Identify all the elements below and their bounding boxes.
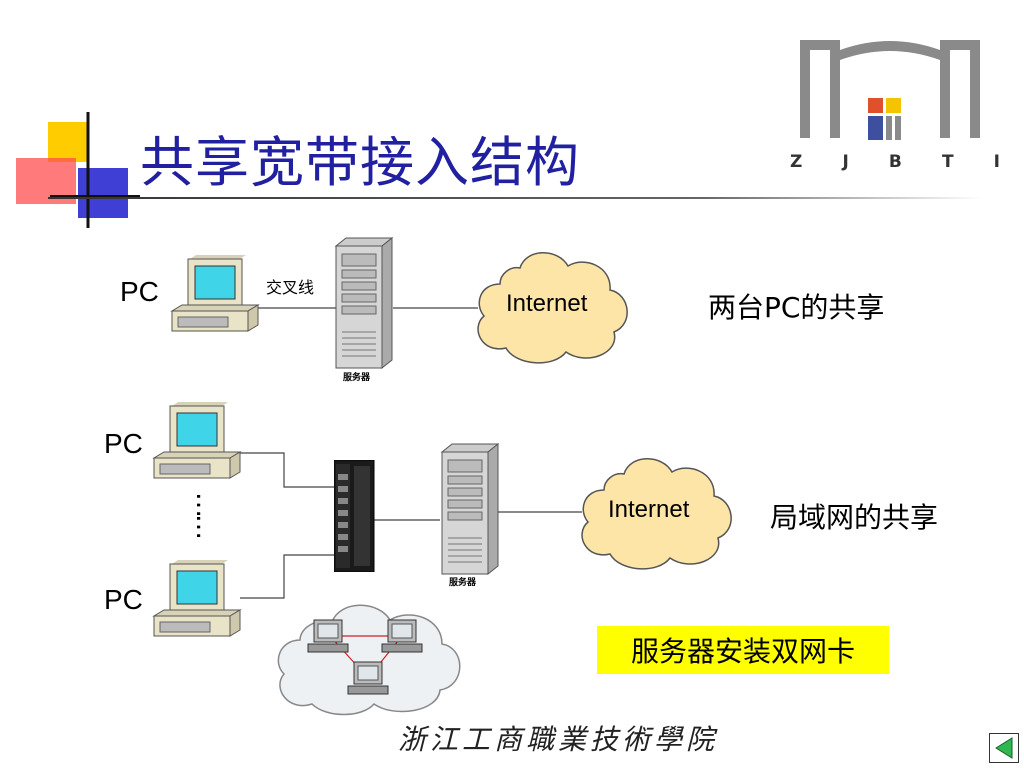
server-label: 服务器 — [449, 578, 477, 588]
pc-label-bottom: PC — [104, 584, 143, 615]
triangle-left-icon — [995, 737, 1013, 759]
lan-pc-icon — [307, 619, 349, 653]
logo-letter: I — [993, 152, 1000, 172]
network-switch-icon — [334, 460, 375, 572]
server-label: 服务器 — [343, 373, 371, 383]
dual-nic-note: 服务器安装双网卡 — [597, 626, 889, 674]
previous-slide-button[interactable] — [989, 733, 1019, 763]
corner-decoration — [0, 110, 140, 230]
ellipsis-more-pcs: …… — [190, 492, 220, 536]
crossover-cable-label: 交叉线 — [266, 278, 315, 297]
pc-computer-icon — [152, 402, 242, 479]
lan-pc-icon — [381, 619, 423, 653]
school-logo — [790, 28, 990, 148]
page-title: 共享宽带接入结构 — [140, 131, 580, 194]
internet-label: Internet — [608, 496, 690, 523]
caption-two-pc-sharing: 两台PC的共享 — [708, 291, 885, 324]
internet-cloud-icon — [581, 458, 732, 570]
pc-computer-icon — [152, 560, 242, 637]
lan-network-cloud-icon — [277, 604, 461, 716]
logo-emblem-icon — [800, 40, 980, 140]
logo-letter: T — [941, 152, 954, 172]
logo-letter: B — [888, 152, 902, 172]
school-name-footer: 浙江工商職業技術學院 — [398, 723, 719, 756]
internet-cloud-icon — [477, 252, 628, 364]
logo-letter: J — [842, 152, 849, 172]
corner-squares-graphic — [16, 112, 140, 228]
logo-letters: Z J B T I — [790, 152, 1000, 172]
lan-pc-icon — [347, 661, 389, 695]
server-icon — [334, 236, 394, 370]
title-divider — [48, 197, 983, 199]
pc-computer-icon — [170, 255, 260, 332]
server-icon — [440, 442, 500, 576]
internet-label: Internet — [506, 290, 588, 317]
pc-label-top: PC — [104, 428, 143, 459]
logo-letter: Z — [790, 152, 803, 172]
caption-lan-sharing: 局域网的共享 — [770, 501, 939, 534]
pc-label: PC — [120, 276, 159, 307]
